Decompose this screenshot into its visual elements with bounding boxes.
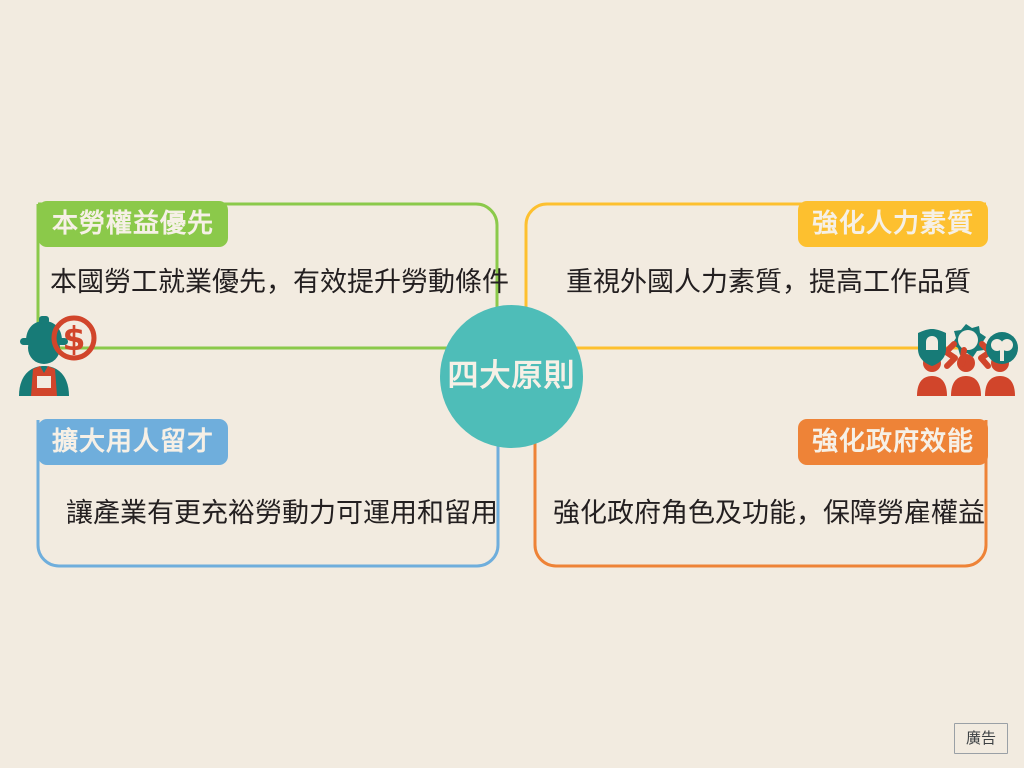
panel-description-green: 本國勞工就業優先，有效提升勞動條件 (50, 267, 509, 298)
panel-description-blue: 讓產業有更充裕勞動力可運用和留用 (66, 498, 498, 529)
center-circle: 四大原則 (440, 305, 583, 448)
ad-badge[interactable]: 廣告 (953, 723, 1008, 754)
svg-text:$: $ (63, 319, 86, 358)
panel-tab-yellow: 強化人力素質 (797, 201, 988, 247)
panel-tab-orange: 強化政府效能 (797, 419, 988, 465)
panel-outline-yellow (524, 202, 986, 350)
construction-worker-wage-icon: $ (19, 315, 97, 396)
center-circle-label: 四大原則 (447, 358, 576, 394)
panel-description-orange: 強化政府角色及功能，保障勞雇權益 (553, 498, 985, 529)
panel-tab-orange-label: 強化政府效能 (811, 427, 974, 457)
panel-tab-yellow-label: 強化人力素質 (811, 209, 974, 239)
panel-outline-blue (36, 420, 500, 568)
panel-tab-green: 本勞權益優先 (38, 201, 229, 247)
panel-tab-blue-label: 擴大用人留才 (52, 427, 215, 457)
panel-outline-orange (533, 420, 988, 568)
panel-description-yellow: 重視外國人力素質，提高工作品質 (566, 267, 971, 298)
skilled-workforce-icon (917, 324, 1018, 396)
panel-tab-blue: 擴大用人留才 (38, 419, 229, 465)
panel-tab-green-label: 本勞權益優先 (52, 209, 215, 239)
panel-outline-green (36, 202, 499, 350)
